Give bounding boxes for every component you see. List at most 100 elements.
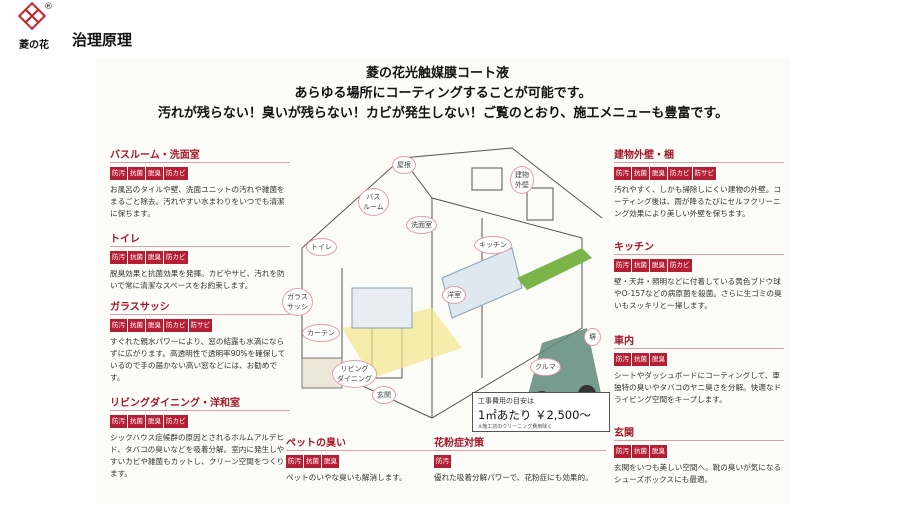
label-roof: 屋根: [392, 156, 416, 174]
section-body: 優れた吸着分解パワーで、花粉症にも効果的。: [434, 472, 593, 482]
feature-tag: 抗菌: [632, 259, 649, 272]
feature-tag: 脱臭: [146, 319, 163, 332]
feature-tag: 防汚: [614, 167, 631, 180]
label-exterior: 建物外壁: [510, 166, 534, 194]
tag-list: 防汚抗菌脱臭: [614, 445, 784, 458]
label-glass: ガラスサッシ: [282, 288, 313, 316]
label-wall: 塀: [584, 328, 601, 346]
feature-tag: 抗菌: [632, 167, 649, 180]
section-body: 脱臭効果と抗菌効果を発揮。カビやサビ、汚れを防いで常に清潔なスペースをお約束しま…: [110, 268, 285, 290]
section-toilet: トイレ 防汚抗菌脱臭防カビ 脱臭効果と抗菌効果を発揮。カビやサビ、汚れを防いで常…: [110, 230, 290, 292]
section-title: バスルーム・洗面室: [110, 146, 290, 163]
tag-list: 防汚抗菌脱臭防カビ: [110, 251, 290, 264]
section-exterior: 建物外壁・梱 防汚抗菌脱臭防カビ防サビ 汚れやすく、しかも掃除しにくい建物の外壁…: [614, 146, 784, 220]
section-body: 壁・天井・照明などに付着している黄色ブドウ球やO-157などの病原菌を殺菌。さら…: [614, 276, 782, 310]
feature-tag: 抗菌: [128, 319, 145, 332]
section-body: すぐれた親水パワーにより、窓の結露も水滴にならずに広がります。高透明性で透明率9…: [110, 336, 286, 382]
feature-tag: 防汚: [614, 259, 631, 272]
feature-tag: 脱臭: [650, 167, 667, 180]
section-car: 車内 防汚抗菌脱臭 シートやダッシュボードにコーティングして、車独特の臭いやタバ…: [614, 332, 784, 406]
cost-title: 工事費用の目安は: [478, 397, 534, 405]
tag-list: 防汚抗菌脱臭: [614, 353, 784, 366]
registered-mark: ®: [44, 2, 53, 12]
cost-value: 1㎡あたり ￥2,500〜: [478, 408, 591, 422]
headline-tagline: 汚れが残らない！臭いが残らない！カビが発生しない！ご覧のとおり、施工メニューも豊…: [157, 106, 729, 121]
feature-tag: 防汚: [110, 167, 127, 180]
section-title: ガラスサッシ: [110, 298, 290, 315]
section-title: トイレ: [110, 230, 290, 247]
label-wash: 洗面室: [406, 216, 437, 234]
label-kitchen: キッチン: [474, 236, 512, 254]
section-body: シートやダッシュボードにコーティングして、車独特の臭いやタバコのヤニ臭さを分解。…: [614, 370, 782, 404]
feature-tag: 脱臭: [650, 353, 667, 366]
section-body: シックハウス症候群の原因とされるホルムアルデヒド、タバコの臭いなどを吸着分解。室…: [110, 432, 285, 478]
feature-tag: 脱臭: [146, 167, 163, 180]
feature-tag: 脱臭: [322, 455, 339, 468]
headline-subtitle: あらゆる場所にコーティングすることが可能です。: [294, 86, 592, 101]
label-wafu: 洋室: [442, 286, 466, 304]
section-body: 玄関をいつも美しい空間へ。靴の臭いが気になるシューズボックスにも最適。: [614, 462, 782, 484]
feature-tag: 防汚: [286, 455, 303, 468]
section-pollen: 花粉症対策 防汚 優れた吸着分解パワーで、花粉症にも効果的。: [434, 434, 606, 484]
tag-list: 防汚抗菌脱臭防カビ: [614, 259, 784, 272]
brochure-image: 菱の花光触媒膜コート液 あらゆる場所にコーティングすることが可能です。 汚れが残…: [96, 58, 790, 504]
feature-tag: 抗菌: [304, 455, 321, 468]
feature-tag: 抗菌: [632, 445, 649, 458]
section-title: 車内: [614, 332, 784, 349]
cost-note: ※施工前のクリーニング費用除く: [478, 424, 553, 430]
section-entrance: 玄関 防汚抗菌脱臭 玄関をいつも美しい空間へ。靴の臭いが気になるシューズボックス…: [614, 424, 784, 486]
logo-mark-icon: [17, 1, 47, 31]
label-toilet: トイレ: [306, 238, 337, 256]
tag-list: 防汚抗菌脱臭防カビ防サビ: [110, 319, 290, 332]
section-title: ペットの臭い: [286, 434, 436, 451]
section-body: 汚れやすく、しかも掃除しにくい建物の外壁。コーティング後は、雨が降るたびにセルフ…: [614, 184, 781, 218]
feature-tag: 抗菌: [632, 353, 649, 366]
feature-tag: 抗菌: [128, 415, 145, 428]
house-drawing: [301, 147, 603, 419]
logo-text: 菱の花: [19, 40, 49, 51]
brand-logo: ® 菱の花: [12, 1, 53, 54]
section-body: ペットのいやな臭いも解消します。: [286, 472, 407, 482]
feature-tag: 防汚: [110, 251, 127, 264]
tag-list: 防汚抗菌脱臭防カビ: [110, 167, 290, 180]
section-title: リビングダイニング・洋和室: [110, 394, 290, 411]
feature-tag: 防カビ: [164, 319, 188, 332]
cost-box: 工事費用の目安は 1㎡あたり ￥2,500〜 ※施工前のクリーニング費用除く: [472, 392, 610, 432]
tag-list: 防汚: [434, 455, 606, 468]
label-car: クルマ: [530, 358, 561, 376]
feature-tag: 防サビ: [692, 167, 716, 180]
label-living: リビングダイニング: [332, 360, 377, 388]
feature-tag: 防カビ: [164, 251, 188, 264]
section-pet: ペットの臭い 防汚抗菌脱臭 ペットのいやな臭いも解消します。: [286, 434, 436, 484]
feature-tag: 抗菌: [128, 251, 145, 264]
label-curtain: カーテン: [302, 324, 340, 342]
feature-tag: 防カビ: [668, 259, 692, 272]
feature-tag: 防汚: [110, 319, 127, 332]
feature-tag: 防汚: [614, 353, 631, 366]
label-entrance: 玄関: [372, 386, 396, 404]
section-title: キッチン: [614, 238, 784, 255]
feature-tag: 防汚: [434, 455, 451, 468]
section-living: リビングダイニング・洋和室 防汚抗菌脱臭防カビ シックハウス症候群の原因とされる…: [110, 394, 290, 480]
section-title: 建物外壁・梱: [614, 146, 784, 163]
feature-tag: 脱臭: [650, 259, 667, 272]
feature-tag: 防カビ: [164, 167, 188, 180]
section-title: 玄関: [614, 424, 784, 441]
feature-tag: 防カビ: [668, 167, 692, 180]
feature-tag: 脱臭: [650, 445, 667, 458]
section-body: お風呂のタイルや壁、洗面ユニットの汚れや雑菌をまるごと除去。汚れやすい水まわりを…: [110, 184, 285, 218]
feature-tag: 防汚: [110, 415, 127, 428]
section-title: 花粉症対策: [434, 434, 606, 451]
feature-tag: 脱臭: [146, 251, 163, 264]
tag-list: 防汚抗菌脱臭: [286, 455, 436, 468]
page-title: 治理原理: [72, 31, 133, 49]
headline-product: 菱の花光触媒膜コート液: [366, 66, 510, 81]
feature-tag: 防サビ: [188, 319, 212, 332]
feature-tag: 防カビ: [164, 415, 188, 428]
section-glass: ガラスサッシ 防汚抗菌脱臭防カビ防サビ すぐれた親水パワーにより、窓の結露も水滴…: [110, 298, 290, 384]
house-illustration: 屋根 バスルーム 洗面室 建物外壁 キッチン トイレ ガラスサッシ カーテン リ…: [282, 128, 612, 428]
section-kitchen: キッチン 防汚抗菌脱臭防カビ 壁・天井・照明などに付着している黄色ブドウ球やO-…: [614, 238, 784, 312]
tag-list: 防汚抗菌脱臭防カビ: [110, 415, 290, 428]
tag-list: 防汚抗菌脱臭防カビ防サビ: [614, 167, 784, 180]
feature-tag: 防汚: [614, 445, 631, 458]
